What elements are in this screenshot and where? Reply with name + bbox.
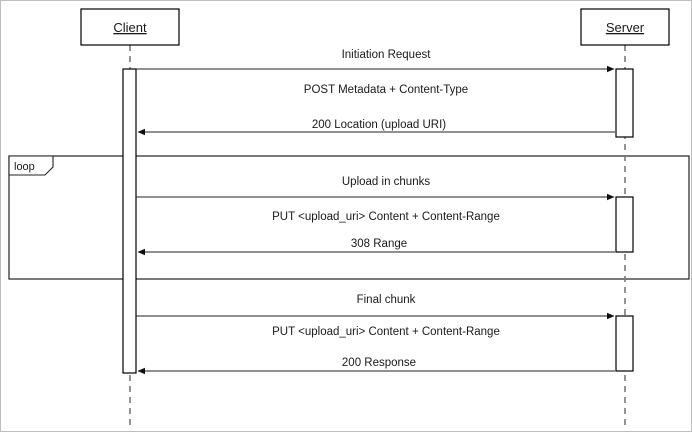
section-label-3: Final chunk [357, 294, 416, 306]
msg-308-range-label: 308 Range [351, 238, 407, 250]
lifeline-box-client [80, 8, 180, 46]
activation-bar-server-4 [615, 315, 634, 372]
section-label-2: Upload in chunks [342, 176, 430, 188]
activation-bar-server-2 [615, 68, 634, 138]
lifeline-head-layer: Client Server [80, 8, 670, 46]
loop-fragment-operator-label: loop [14, 161, 35, 173]
activation-bar-server-3 [615, 196, 634, 253]
lifeline-label-client: Client [113, 20, 147, 35]
msg-200-location-label: 200 Location (upload URI) [312, 119, 446, 131]
loop-fragment-tag-shape [8, 155, 54, 176]
msg-put-chunk-label: PUT <upload_uri> Content + Content-Range [272, 211, 500, 223]
lifeline-head-client[interactable]: Client [80, 8, 180, 46]
section-label-1: Initiation Request [342, 49, 432, 61]
msg-post-metadata-label: POST Metadata + Content-Type [304, 84, 468, 96]
lifeline-head-server[interactable]: Server [580, 8, 670, 46]
msg-200-response-label: 200 Response [342, 357, 416, 369]
lifeline-box-server [580, 8, 670, 46]
loop-fragment [8, 155, 690, 280]
lifeline-label-server: Server [606, 20, 645, 35]
activation-layer [122, 68, 634, 374]
msg-put-final-label: PUT <upload_uri> Content + Content-Range [272, 326, 500, 338]
activation-bar-client-1 [122, 68, 137, 374]
fragment-layer: loop [8, 155, 690, 280]
